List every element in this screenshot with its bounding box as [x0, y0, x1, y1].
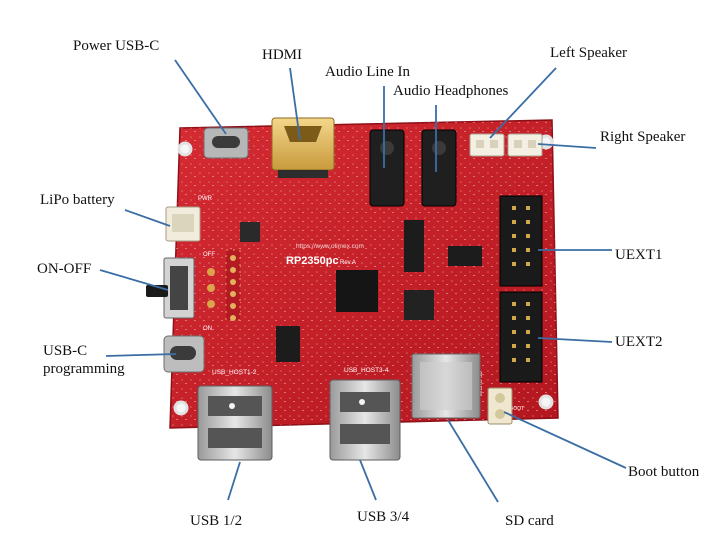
label-hdmi: HDMI — [262, 47, 302, 63]
silk-on: ON — [203, 326, 212, 332]
leader-hdmi — [289, 67, 301, 141]
leader-lipo-battery — [124, 209, 171, 227]
label-audio-headphones: Audio Headphones — [393, 83, 509, 99]
silk-micro-sd: MICRO SD — [478, 371, 484, 396]
leader-usb-34 — [359, 459, 377, 501]
leader-boot-button — [503, 411, 627, 469]
label-usb-12: USB 1/2 — [190, 513, 243, 529]
leader-right-speaker — [537, 143, 597, 149]
gpio-header — [225, 249, 241, 321]
mounting-hole — [177, 141, 193, 157]
silk-board-rev: Rev.A — [340, 260, 356, 266]
silk-boot: BOOT — [510, 406, 524, 412]
label-power-usbc: Power USB-C — [73, 38, 160, 54]
sd-card-slot — [411, 353, 481, 419]
power-usbc-connector — [203, 127, 249, 159]
usb-12-connector — [197, 385, 273, 461]
leader-usbc-programming — [105, 353, 177, 357]
leader-sd-card — [447, 419, 499, 503]
mounting-hole — [173, 400, 189, 416]
ic-chip — [276, 326, 300, 362]
label-right-speaker: Right Speaker — [600, 129, 686, 145]
audio-line-in-jack — [369, 129, 405, 207]
label-sd-card: SD card — [505, 513, 554, 529]
leader-on-off — [99, 269, 169, 291]
label-uext1: UEXT1 — [615, 247, 663, 263]
on-off-switch — [146, 257, 215, 319]
label-usb-34: USB 3/4 — [357, 509, 410, 525]
silk-board-name: RP2350pc — [286, 255, 339, 267]
silk-off: OFF — [203, 252, 215, 258]
label-audio-line-in: Audio Line In — [325, 64, 410, 80]
lipo-battery-connector — [165, 206, 201, 242]
leader-power-usbc — [174, 59, 227, 135]
label-uext2: UEXT2 — [615, 334, 663, 350]
rp2350-mcu — [336, 270, 378, 312]
label-boot-button: Boot button — [628, 464, 700, 480]
boot-button-part — [487, 387, 513, 425]
right-speaker-connector — [507, 133, 543, 157]
label-lipo-battery: LiPo battery — [40, 192, 115, 208]
silk-url: https://www.olimex.com — [296, 243, 364, 250]
ic-chip — [404, 290, 434, 320]
label-usbc-programming-line1: USB-C — [43, 343, 88, 359]
mounting-hole — [538, 394, 554, 410]
label-on-off: ON-OFF — [37, 261, 92, 277]
silkscreen: https://www.olimex.com RP2350pc Rev.A US… — [198, 196, 524, 412]
silk-usb-host-2: USB_HOST3-4 — [344, 367, 389, 374]
usb-34-connector — [329, 379, 401, 461]
power-ic — [240, 222, 260, 242]
ic-chip — [448, 246, 482, 266]
ic-chip — [404, 220, 424, 272]
silk-pwr: PWR — [198, 196, 213, 202]
usbc-programming-connector — [163, 335, 205, 373]
hdmi-connector — [271, 117, 335, 178]
leader-uext2 — [537, 337, 613, 343]
silk-usb-host-1: USB_HOST1-2 — [212, 369, 257, 376]
label-usbc-programming-line2: programming — [43, 361, 125, 377]
uext2-header — [499, 291, 543, 383]
label-left-speaker: Left Speaker — [550, 45, 628, 61]
leader-lines — [99, 59, 627, 503]
leader-left-speaker — [489, 67, 557, 139]
audio-headphones-jack — [421, 129, 457, 207]
left-speaker-connector — [469, 133, 505, 157]
leader-usb-12 — [227, 461, 241, 501]
uext1-header — [499, 195, 543, 287]
